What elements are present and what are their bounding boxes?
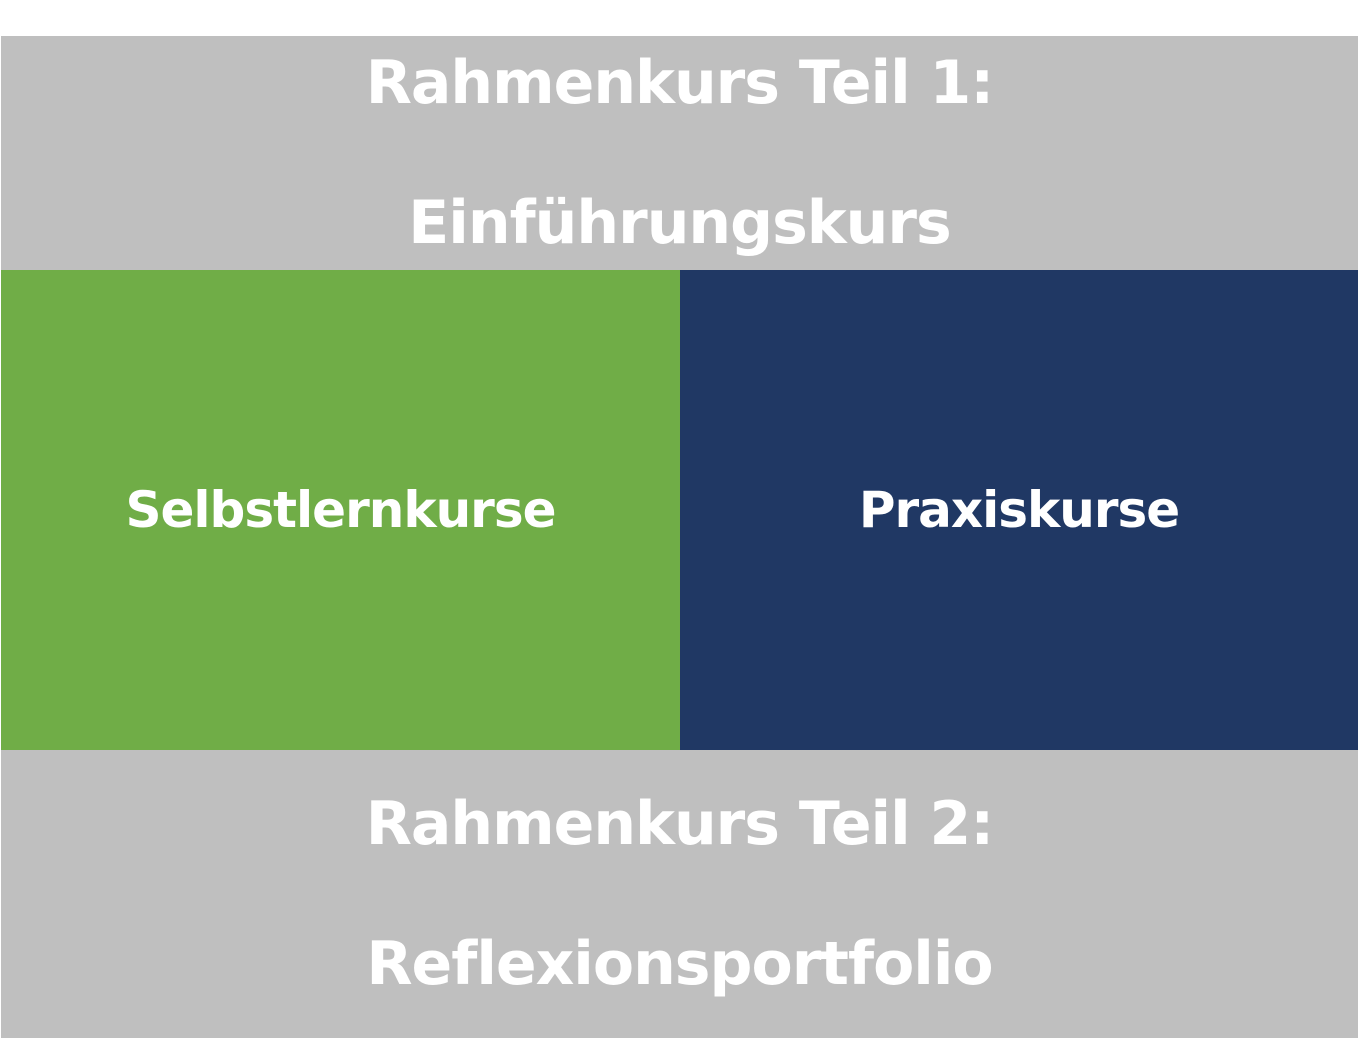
- top-line-1: Rahmenkurs Teil 1:: [365, 48, 995, 118]
- praxiskurse-block: Praxiskurse: [680, 270, 1358, 750]
- selbstlernkurse-label: Selbstlernkurse: [125, 481, 557, 539]
- rahmenkurs-teil-2-block: Rahmenkurs Teil 2: Reflexionsportfolio: [1, 750, 1358, 1038]
- bottom-line-2: Reflexionsportfolio: [366, 929, 993, 999]
- bottom-line-1: Rahmenkurs Teil 2:: [365, 789, 995, 859]
- rahmenkurs-teil-1-block: Rahmenkurs Teil 1: Einführungskurs: [1, 36, 1358, 270]
- selbstlernkurse-block: Selbstlernkurse: [1, 270, 680, 750]
- top-line-2: Einführungskurs: [408, 188, 951, 258]
- praxiskurse-label: Praxiskurse: [858, 481, 1180, 539]
